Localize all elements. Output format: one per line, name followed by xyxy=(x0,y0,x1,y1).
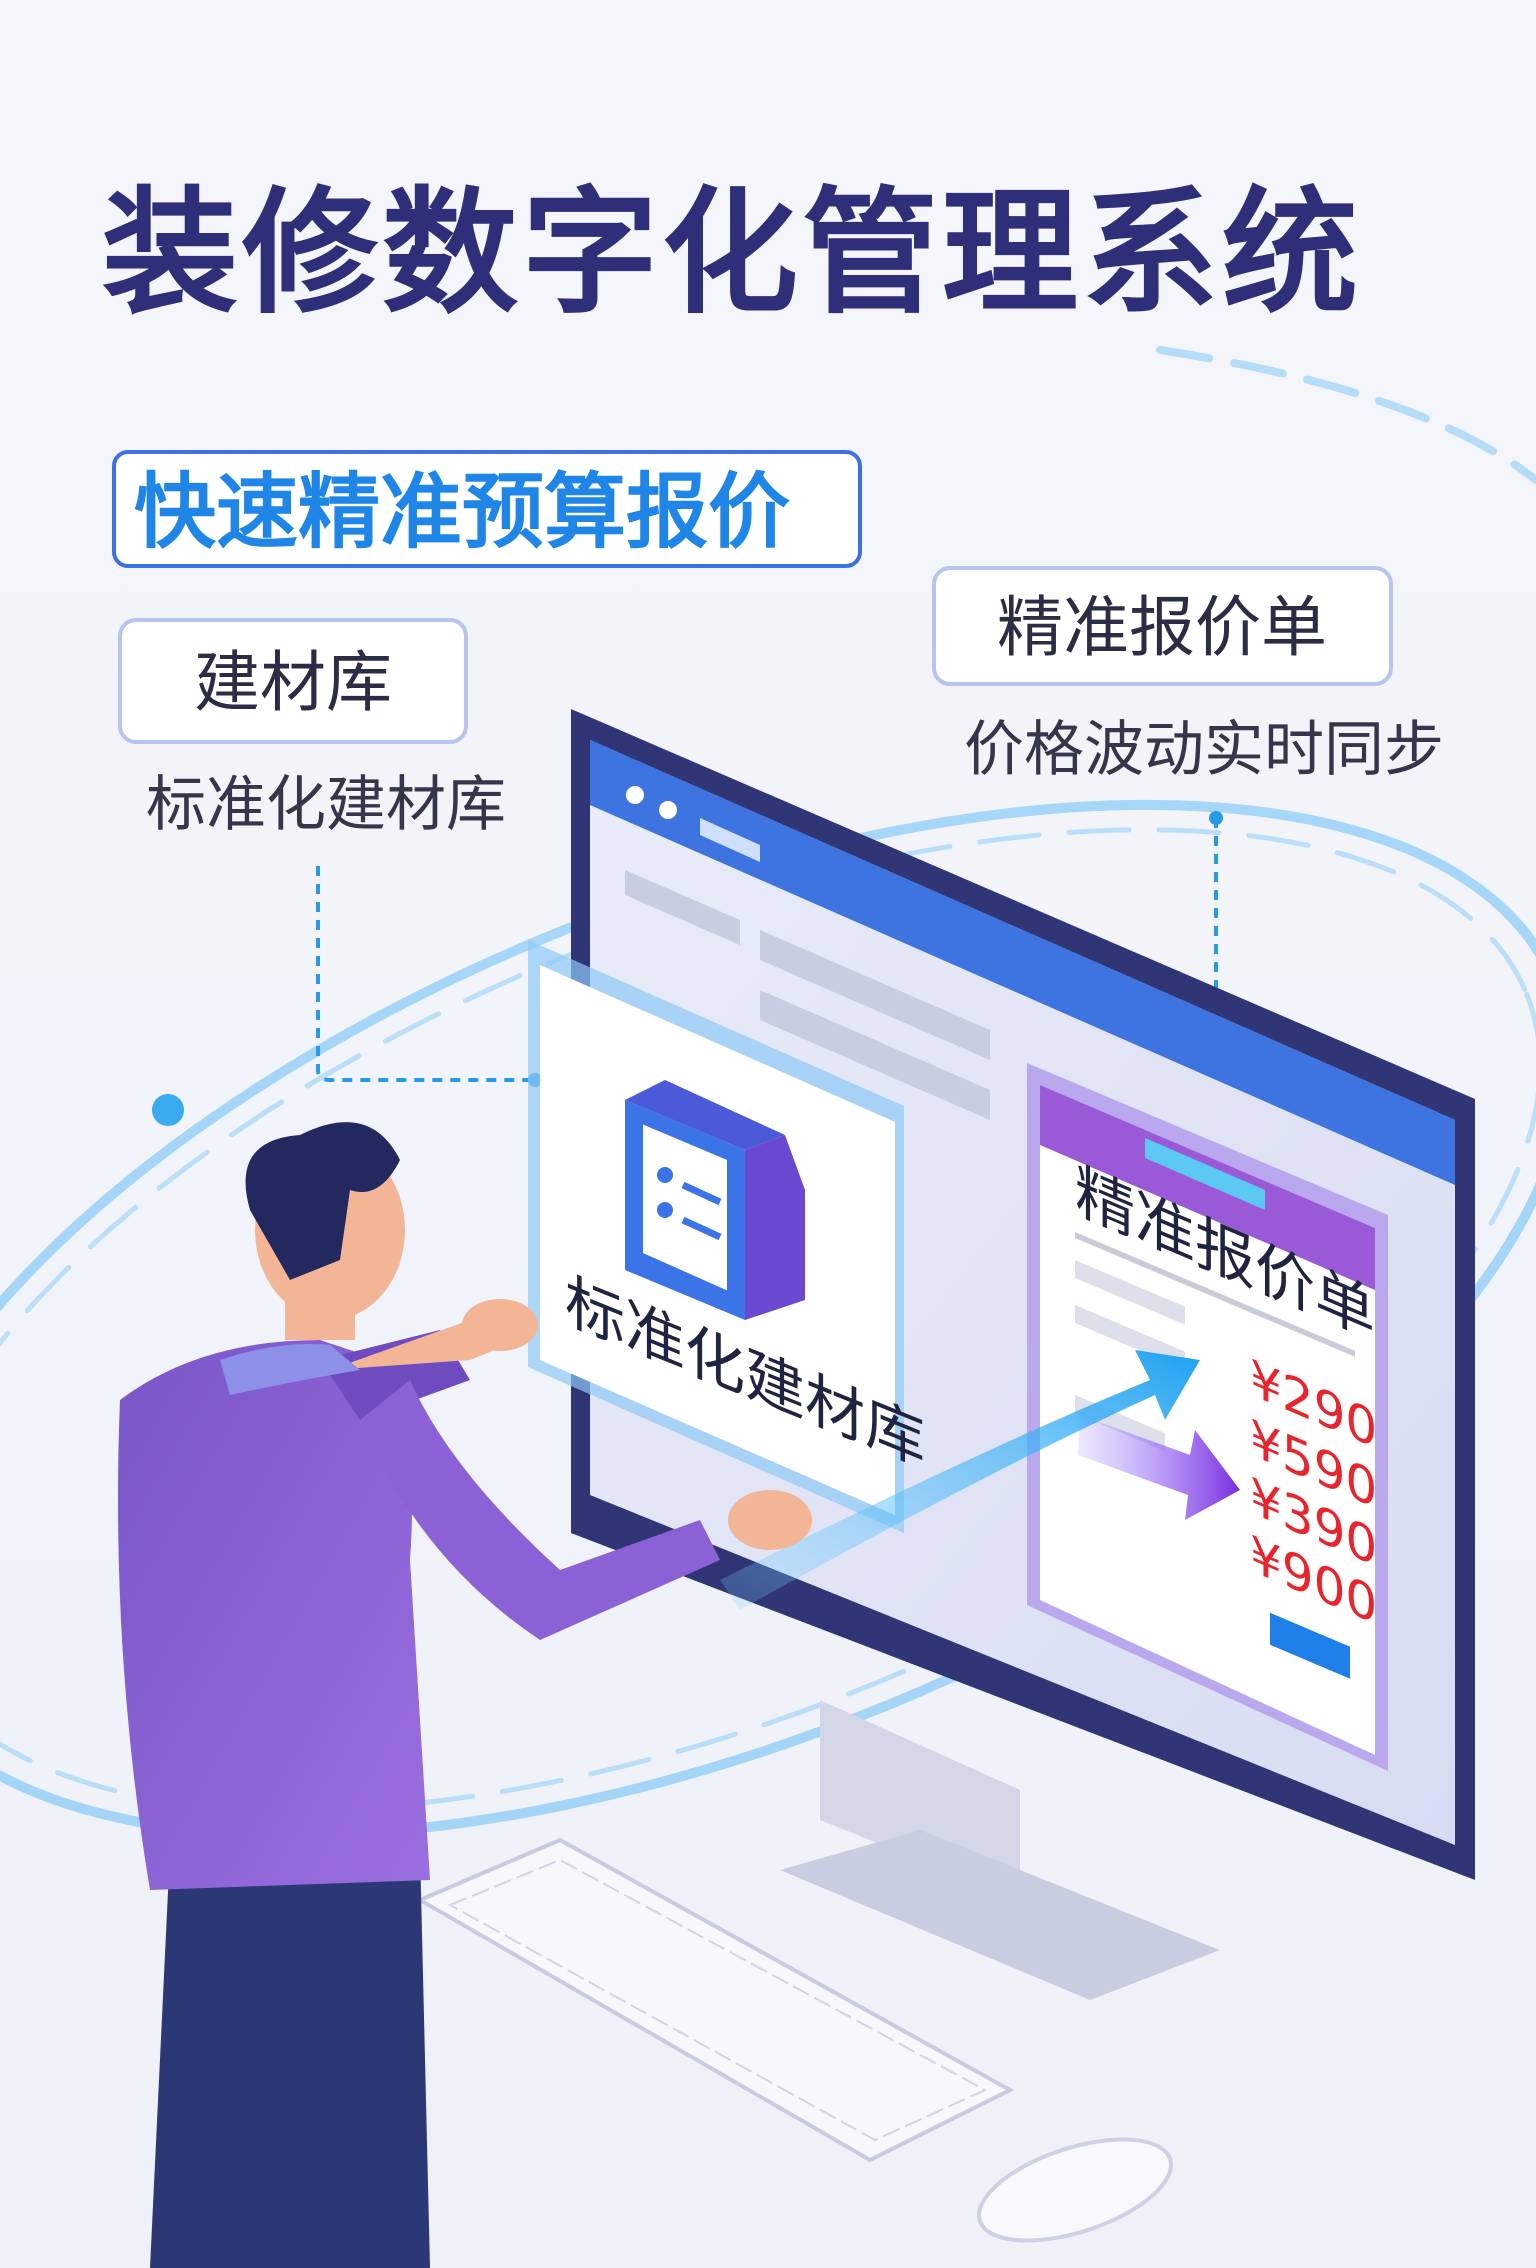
left-callout: 建材库 标准化建材库 xyxy=(118,618,542,1087)
page-title: 装修数字化管理系统 xyxy=(102,175,1362,333)
callout-caption-materials: 标准化建材库 xyxy=(146,770,506,840)
keyboard xyxy=(415,1837,1015,2163)
callout-caption-quote: 价格波动实时同步 xyxy=(964,715,1444,785)
quote-panel: 精准报价单 ¥290 ¥590 ¥390 ¥900 xyxy=(1027,1063,1388,1771)
callout-tag-materials: 建材库 xyxy=(194,644,392,721)
subtitle-text: 快速精准预算报价 xyxy=(134,465,790,560)
rising-arrow-icon xyxy=(720,1350,1200,1610)
callout-tag-quote: 精准报价单 xyxy=(997,589,1327,666)
subtitle-badge: 快速精准预算报价 xyxy=(112,450,862,568)
material-panel: 标准化建材库 xyxy=(528,940,925,1533)
material-box-icon xyxy=(625,1080,805,1320)
person-figure xyxy=(118,1122,812,2268)
orbit-dot xyxy=(152,1094,184,1126)
mouse xyxy=(977,2137,1173,2243)
quote-submit-button[interactable] xyxy=(1270,1612,1350,1679)
purple-arrow-icon xyxy=(1078,1415,1240,1520)
connector-line xyxy=(316,866,535,1082)
